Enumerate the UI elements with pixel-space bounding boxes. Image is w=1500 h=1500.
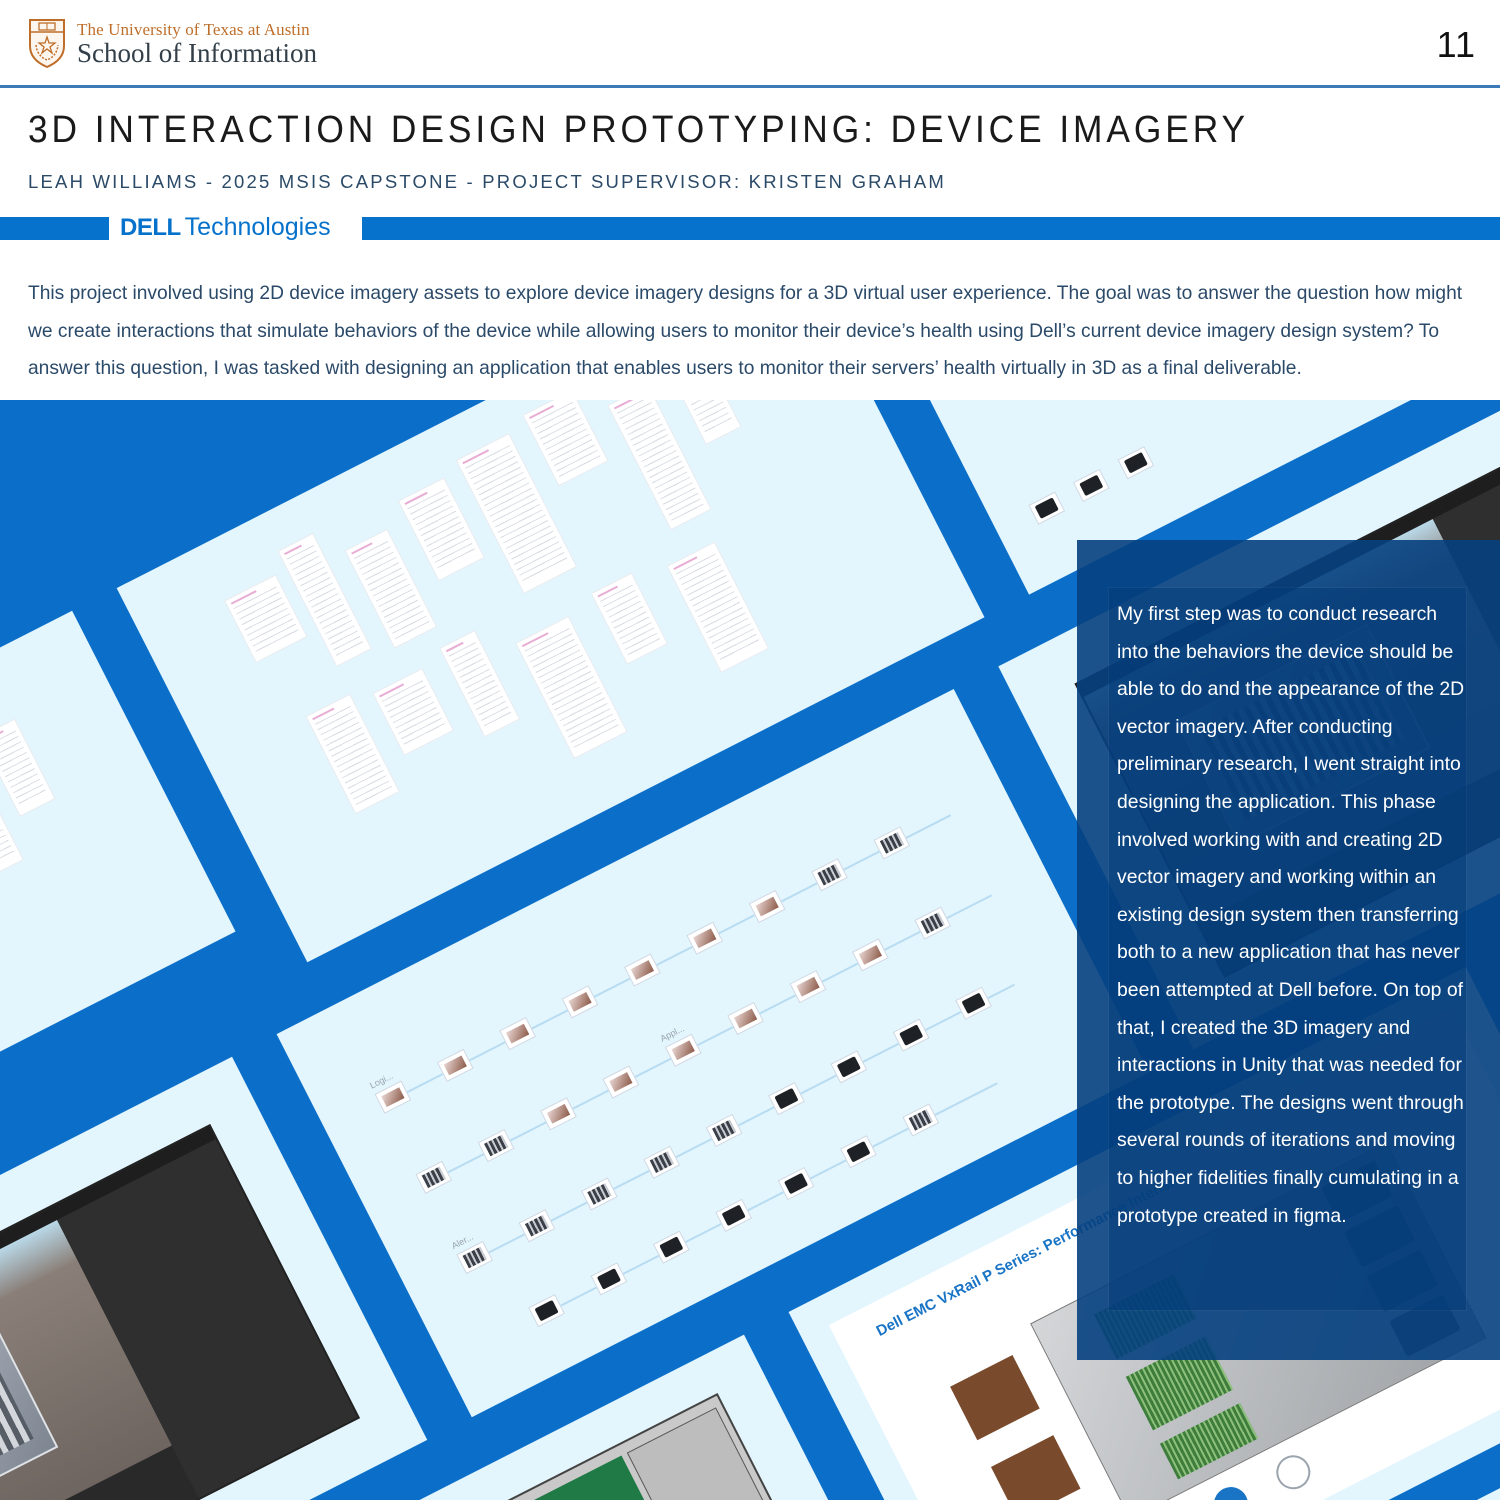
unity-editor-screenshot bbox=[0, 1124, 360, 1500]
flow-node-alert bbox=[851, 938, 889, 972]
flow-node-app bbox=[727, 1001, 764, 1036]
power-supply bbox=[626, 1407, 775, 1500]
dell-wordmark: DELL bbox=[120, 214, 181, 241]
flow-node-alert bbox=[789, 970, 827, 1004]
design-doc-card bbox=[515, 615, 628, 760]
flow-node-login bbox=[624, 953, 661, 987]
flow-node-alert bbox=[705, 1113, 743, 1148]
flow-node-login bbox=[499, 1016, 536, 1051]
flow-node bbox=[1028, 491, 1066, 525]
flow-node-alert bbox=[643, 1145, 681, 1179]
sponsor-band: DELL Technologies bbox=[0, 213, 1500, 241]
process-description-inner bbox=[1109, 588, 1466, 1310]
dell-technologies-text: Technologies bbox=[184, 213, 331, 241]
flow-node-alert bbox=[590, 1262, 628, 1296]
page-number: 11 bbox=[1436, 24, 1476, 65]
design-doc-card bbox=[0, 718, 56, 817]
flow-node bbox=[415, 1160, 453, 1194]
flow-node bbox=[1072, 468, 1110, 503]
university-name: The University of Texas at Austin bbox=[77, 19, 310, 39]
flow-node-alert bbox=[528, 1294, 565, 1328]
flow-node-login bbox=[873, 826, 911, 860]
server-room-3d-model bbox=[0, 1322, 59, 1500]
flow-node bbox=[602, 1065, 640, 1099]
flow-node bbox=[477, 1128, 515, 1163]
flow-node-alert bbox=[715, 1198, 753, 1232]
dell-technologies-logo: DELL Technologies bbox=[120, 213, 331, 243]
ut-shield-icon bbox=[29, 19, 65, 68]
code-view-button bbox=[1270, 1449, 1317, 1496]
design-doc-card bbox=[665, 400, 742, 445]
flow-node-alert bbox=[652, 1230, 690, 1264]
page-title: 3D INTERACTION DESIGN PROTOTYPING: DEVIC… bbox=[28, 109, 1250, 151]
flow-node-alert bbox=[892, 1018, 930, 1052]
header-divider bbox=[0, 85, 1500, 88]
intro-paragraph: This project involved using 2D device im… bbox=[28, 283, 1463, 379]
flow-node-alert bbox=[914, 906, 952, 940]
ut-school-of-information-logo: The University of Texas at Austin School… bbox=[28, 18, 317, 68]
flow-node-alert bbox=[580, 1177, 618, 1211]
flow-node-login bbox=[561, 985, 599, 1019]
design-doc-card bbox=[439, 630, 521, 738]
flow-node bbox=[1117, 446, 1155, 480]
design-doc-card bbox=[590, 572, 669, 665]
flow-node-alert bbox=[518, 1209, 556, 1243]
page-subtitle: LEAH WILLIAMS - 2025 MSIS CAPSTONE - PRO… bbox=[28, 171, 946, 192]
process-description-text: My first step was to conduct research in… bbox=[1117, 603, 1465, 1227]
flow-node-alert bbox=[902, 1103, 940, 1137]
design-doc-card bbox=[666, 541, 770, 673]
page-header: The University of Texas at Austin School… bbox=[0, 0, 1500, 88]
flow-node-login bbox=[686, 921, 724, 955]
riser-card bbox=[950, 1354, 1040, 1441]
flow-node-alert bbox=[830, 1050, 868, 1084]
band-bar-right bbox=[362, 217, 1500, 240]
flow-node bbox=[540, 1097, 577, 1131]
flow-node-alert bbox=[768, 1082, 805, 1116]
band-bar-left bbox=[0, 217, 109, 240]
flow-node-alert bbox=[955, 986, 992, 1020]
design-doc-card bbox=[522, 400, 609, 487]
flow-node-login bbox=[811, 858, 848, 892]
riser-card bbox=[990, 1435, 1081, 1500]
school-name: School of Information bbox=[77, 37, 317, 68]
layout-view-button bbox=[1208, 1481, 1254, 1500]
flow-node-alert bbox=[777, 1166, 815, 1201]
flow-node-login bbox=[748, 889, 786, 924]
design-doc-card bbox=[372, 668, 455, 756]
flow-node-alert bbox=[840, 1135, 877, 1169]
flow-node-login bbox=[436, 1048, 474, 1082]
